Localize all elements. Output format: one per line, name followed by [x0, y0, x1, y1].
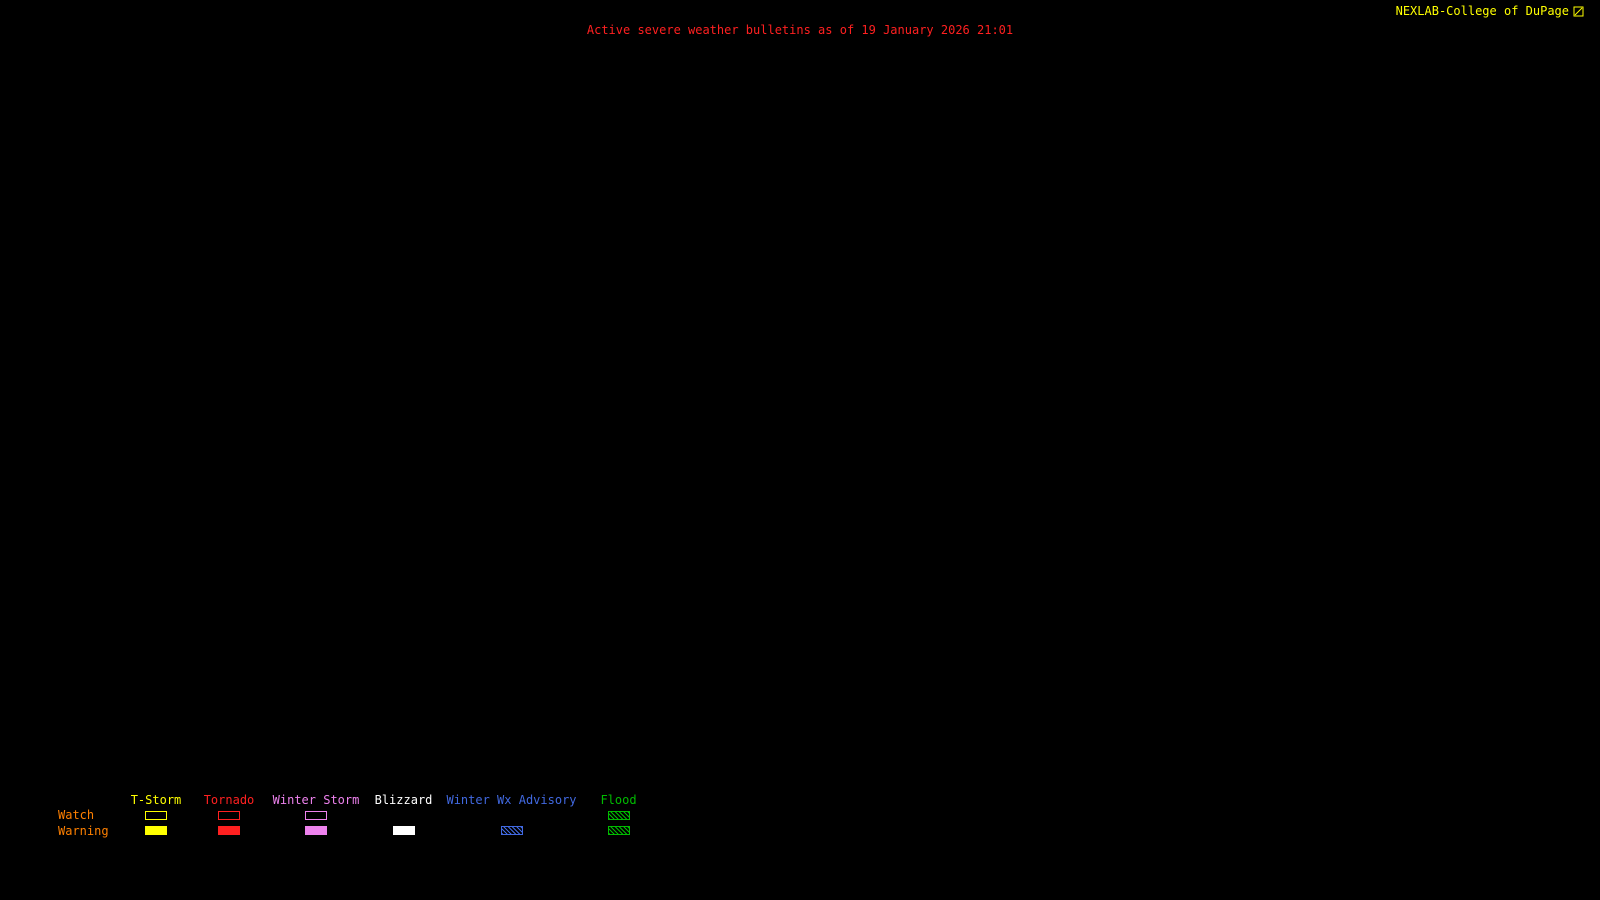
- legend-swatch-warning: [500, 826, 523, 835]
- legend-col-flood: Flood: [600, 793, 637, 835]
- legend-swatch-watch: [607, 811, 630, 820]
- nexlab-logo-icon: [1573, 5, 1584, 18]
- legend-label: Winter Wx Advisory: [446, 793, 577, 807]
- legend-swatch-warning: [145, 826, 167, 835]
- legend-swatch-watch: [145, 811, 167, 820]
- legend-col-tstorm: T-Storm: [130, 793, 182, 835]
- legend-swatch-warning: [607, 826, 630, 835]
- legend-swatch-watch: [305, 811, 327, 820]
- legend-swatch-watch: [218, 811, 240, 820]
- legend-col-blizzard: Blizzard: [374, 793, 433, 835]
- legend-row-label-warning: Warning: [58, 824, 109, 838]
- legend-label: Flood: [600, 793, 637, 807]
- legend-label: Blizzard: [374, 793, 433, 807]
- legend-swatch-warning: [218, 826, 240, 835]
- legend-label: Winter Storm: [272, 793, 360, 807]
- bulletin-title: Active severe weather bulletins as of 19…: [586, 23, 1014, 37]
- legend-swatch-warning: [305, 826, 327, 835]
- brand-text: NEXLAB-College of DuPage: [1395, 4, 1569, 18]
- legend-label: T-Storm: [130, 793, 182, 807]
- legend-swatch-warning: [392, 826, 415, 835]
- legend-col-winter-wx-advisory: Winter Wx Advisory: [446, 793, 577, 835]
- legend-label: Tornado: [203, 793, 255, 807]
- legend-row-label-watch: Watch: [58, 808, 95, 822]
- legend-col-tornado: Tornado: [203, 793, 255, 835]
- legend-col-winter-storm: Winter Storm: [272, 793, 360, 835]
- brand-bar: NEXLAB-College of DuPage: [1396, 4, 1584, 18]
